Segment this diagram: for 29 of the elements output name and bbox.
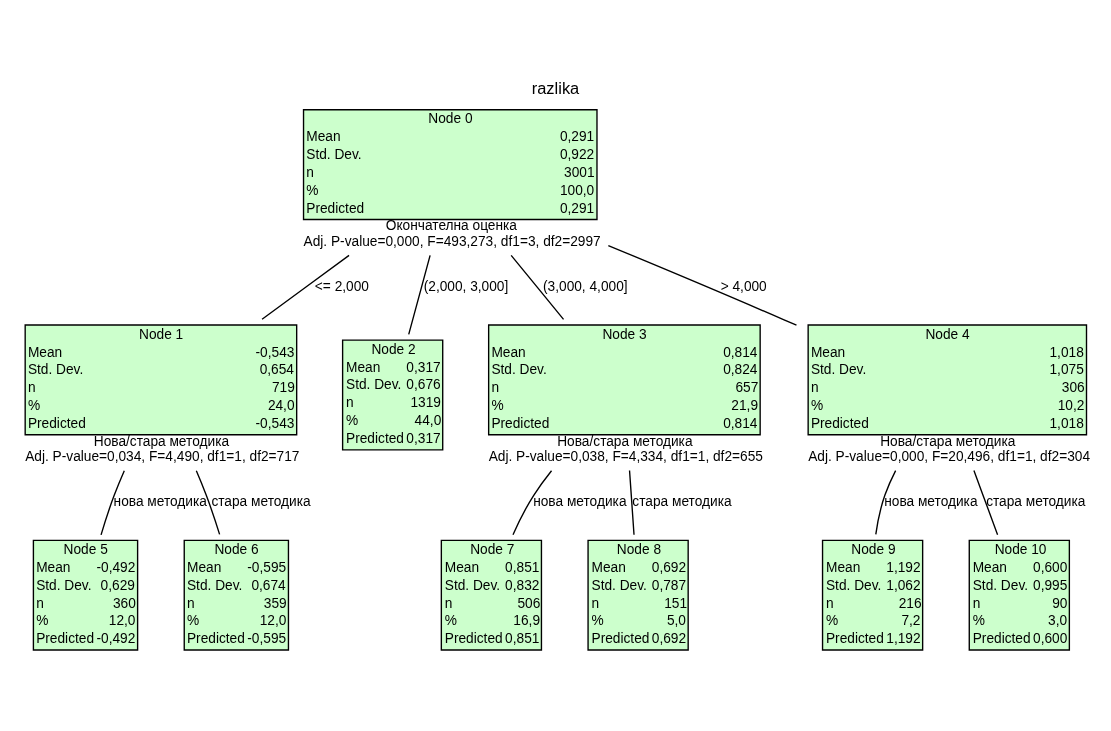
node-label: Adj. P-value=0,000, F=493,273, df1=3, df2=2997 — [303, 233, 601, 249]
edge-label: (2,000, 3,000] — [423, 278, 509, 294]
edge-label: нова методика — [113, 494, 207, 510]
edge-label: (3,000, 4,000] — [543, 278, 628, 294]
connector — [875, 469, 897, 536]
edge-label: стара методика — [986, 494, 1086, 510]
node-label: Нова/стара методика — [557, 433, 693, 449]
node-label: Adj. P-value=0,000, F=20,496, df1=1, df2=304 — [808, 448, 1091, 464]
connector — [628, 469, 635, 536]
connector — [100, 470, 125, 536]
connector — [408, 254, 431, 336]
node-label: Нова/стара методика — [880, 433, 1016, 449]
edge-label: стара методика — [632, 494, 732, 510]
edge-label: <= 2,000 — [314, 278, 369, 294]
edge-label: стара методика — [211, 494, 311, 510]
node-label: Adj. P-value=0,038, F=4,334, df1=1, df2=655 — [488, 448, 763, 464]
connector — [973, 469, 999, 536]
diagram-title: razlika — [531, 79, 580, 98]
edge-label: нова методика — [533, 494, 627, 510]
node-label: Окончателна оценка — [385, 218, 517, 234]
connector — [261, 254, 350, 320]
connector — [195, 470, 221, 536]
node-label: Нова/стара методика — [93, 433, 230, 449]
edge-label: нова методика — [884, 494, 978, 510]
connector — [512, 470, 553, 536]
node-label: Adj. P-value=0,034, F=4,490, df1=1, df2=717 — [25, 448, 300, 464]
connector — [607, 244, 798, 326]
connector — [510, 254, 565, 320]
edge-label: > 4,000 — [720, 278, 767, 294]
